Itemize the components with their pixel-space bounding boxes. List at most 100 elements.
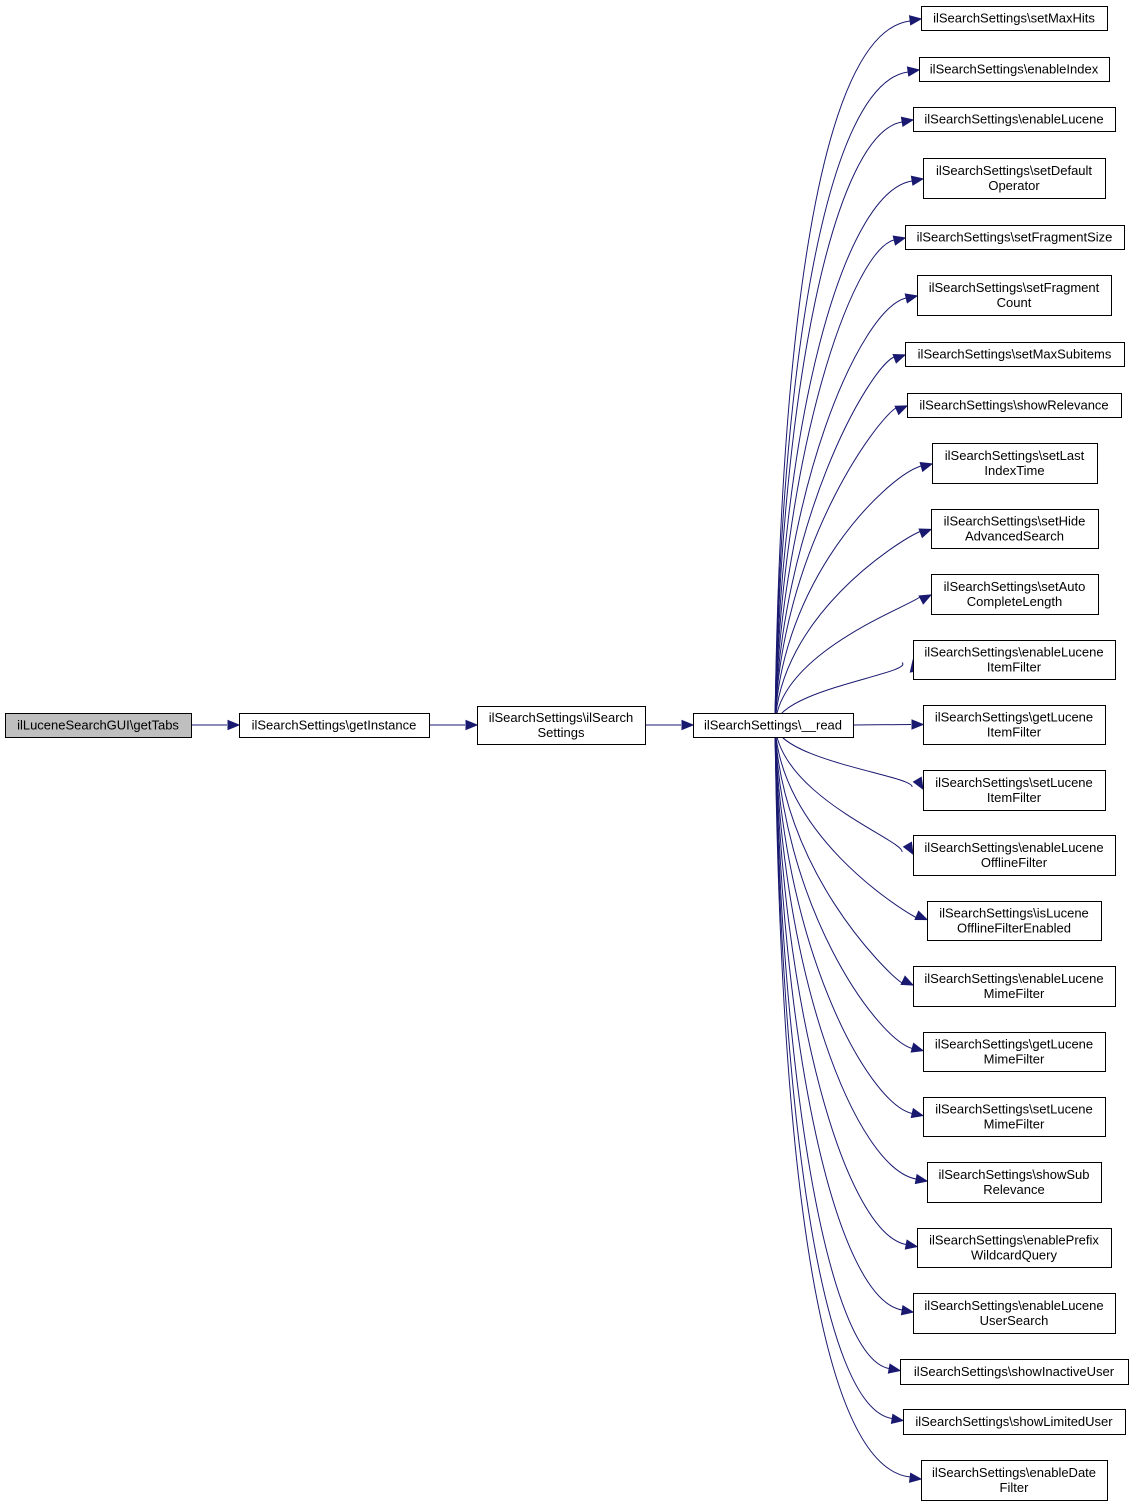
- node-box[interactable]: [917, 1228, 1112, 1268]
- node-box[interactable]: [239, 713, 430, 738]
- arrowhead-icon: [890, 1413, 905, 1424]
- node-label: ilSearchSettings\isLucene: [939, 906, 1089, 921]
- node-label: UserSearch: [980, 1313, 1049, 1328]
- call-edge: [774, 724, 929, 1185]
- node-t1[interactable]: ilSearchSettings\enableIndex: [919, 57, 1110, 82]
- node-box[interactable]: [907, 393, 1122, 418]
- node-box[interactable]: [913, 966, 1116, 1007]
- edge-line: [774, 297, 907, 726]
- edge-line: [774, 724, 913, 1114]
- arrowhead-icon: [910, 1042, 925, 1053]
- node-label: ilSearchSettings\setLucene: [935, 775, 1093, 790]
- node-box[interactable]: [913, 107, 1116, 132]
- node-box[interactable]: [923, 158, 1106, 199]
- node-box[interactable]: [900, 1359, 1129, 1385]
- edge-line: [774, 724, 893, 1419]
- node-box[interactable]: [693, 713, 854, 738]
- node-box[interactable]: [913, 1293, 1116, 1334]
- node-t6[interactable]: ilSearchSettings\setMaxSubitems: [905, 342, 1125, 367]
- node-box[interactable]: [932, 443, 1098, 484]
- call-edge: [774, 724, 905, 1424]
- node-label: MimeFilter: [984, 1117, 1045, 1132]
- call-edge: [774, 724, 929, 921]
- node-t14[interactable]: ilSearchSettings\enableLuceneOfflineFilt…: [913, 835, 1116, 876]
- node-box[interactable]: [905, 342, 1125, 367]
- arrowhead-icon: [918, 594, 933, 605]
- edge-line: [774, 724, 903, 984]
- arrowhead-icon: [912, 776, 924, 791]
- node-label: Operator: [988, 178, 1040, 193]
- node-box[interactable]: [921, 1460, 1108, 1501]
- node-box[interactable]: [931, 509, 1099, 549]
- node-box[interactable]: [927, 1162, 1102, 1203]
- node-n0[interactable]: ilLuceneSearchGUI\getTabs: [5, 713, 192, 738]
- node-box[interactable]: [921, 6, 1108, 31]
- node-t7[interactable]: ilSearchSettings\showRelevance: [907, 393, 1122, 418]
- node-label: AdvancedSearch: [965, 529, 1064, 544]
- node-box[interactable]: [923, 1032, 1106, 1072]
- node-label: MimeFilter: [984, 986, 1045, 1001]
- call-edge: [852, 719, 925, 730]
- call-edge: [774, 461, 934, 726]
- node-box[interactable]: [917, 275, 1112, 316]
- node-label: OfflineFilter: [981, 855, 1048, 870]
- node-label: ilLuceneSearchGUI\getTabs: [17, 718, 179, 733]
- node-label: ilSearchSettings\setHide: [944, 514, 1086, 529]
- node-t0[interactable]: ilSearchSettings\setMaxHits: [921, 6, 1108, 31]
- node-label: ilSearchSettings\enablePrefix: [929, 1233, 1099, 1248]
- node-t15[interactable]: ilSearchSettings\isLuceneOfflineFilterEn…: [927, 901, 1102, 941]
- node-box[interactable]: [923, 770, 1106, 811]
- node-box[interactable]: [913, 640, 1116, 680]
- node-label: Count: [997, 295, 1032, 310]
- node-box[interactable]: [931, 574, 1099, 615]
- node-t20[interactable]: ilSearchSettings\enablePrefixWildcardQue…: [917, 1228, 1112, 1268]
- edge-line: [774, 531, 921, 726]
- node-label: CompleteLength: [967, 594, 1062, 609]
- node-label: ilSearchSettings\enableLucene: [924, 645, 1103, 660]
- node-box[interactable]: [923, 705, 1106, 745]
- node-t4[interactable]: ilSearchSettings\setFragmentSize: [905, 225, 1125, 250]
- node-t23[interactable]: ilSearchSettings\showLimitedUser: [903, 1409, 1126, 1435]
- node-label: ilSearchSettings\getLucene: [935, 710, 1093, 725]
- arrowhead-icon: [892, 235, 907, 246]
- edge-line: [774, 724, 917, 1180]
- node-n2[interactable]: ilSearchSettings\ilSearchSettings: [477, 706, 646, 745]
- node-box[interactable]: [905, 225, 1125, 250]
- node-box[interactable]: [923, 1097, 1106, 1137]
- node-n1[interactable]: ilSearchSettings\getInstance: [239, 713, 430, 738]
- node-label: WildcardQuery: [971, 1248, 1057, 1263]
- call-edge: [774, 724, 915, 986]
- node-label: ilSearchSettings\getLucene: [935, 1037, 1093, 1052]
- node-label: ilSearchSettings\setDefault: [936, 163, 1092, 178]
- node-box[interactable]: [927, 901, 1102, 941]
- node-box[interactable]: [903, 1409, 1126, 1435]
- node-t2[interactable]: ilSearchSettings\enableLucene: [913, 107, 1116, 132]
- arrowhead-icon: [910, 175, 925, 186]
- arrowhead-icon: [465, 719, 479, 731]
- node-t22[interactable]: ilSearchSettings\showInactiveUser: [900, 1359, 1129, 1385]
- node-box[interactable]: [477, 706, 646, 745]
- node-box[interactable]: [919, 57, 1110, 82]
- node-box[interactable]: [913, 835, 1116, 876]
- call-edge: [774, 405, 909, 726]
- node-box[interactable]: [5, 713, 192, 738]
- edge-line: [774, 180, 913, 726]
- node-n3[interactable]: ilSearchSettings\__read: [693, 713, 854, 738]
- call-edge: [774, 116, 915, 726]
- arrowhead-icon: [914, 910, 929, 921]
- node-label: IndexTime: [984, 463, 1044, 478]
